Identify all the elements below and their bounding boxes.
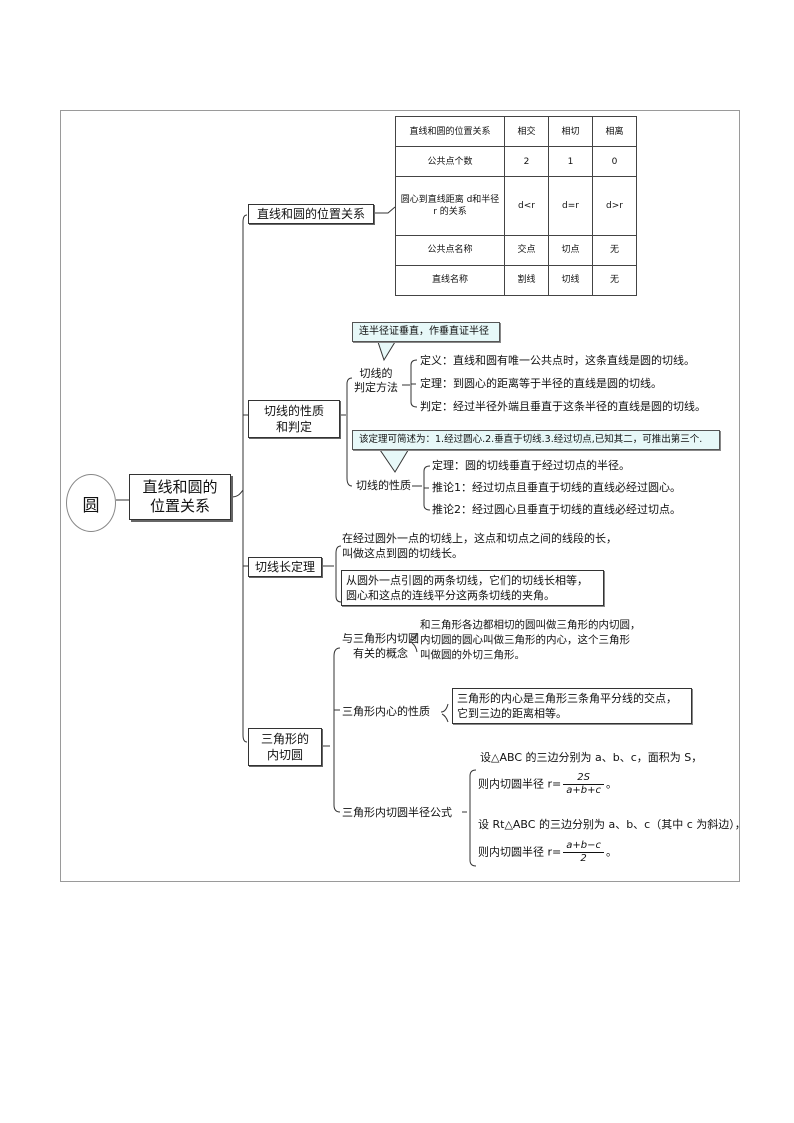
table-cell: 0 [592,146,637,178]
table-cell: 2 [504,146,549,178]
incircle-concept-label-line1: 与三角形内切圆 [342,632,419,645]
property-item-corollary1: 推论1：经过切点且垂直于切线的直线必经过圆心。 [432,481,681,494]
incircle-concept-label: 与三角形内切圆 有关的概念 [342,631,419,661]
table-cell: d<r [504,176,549,236]
table-row: 公共点个数 2 1 0 [395,146,637,178]
tangent-length-definition-line2: 叫做这点到圆的切线长。 [342,547,463,560]
table-row: 圆心到直线距离 d和半径 r 的关系 d<r d=r d>r [395,176,637,236]
table-cell: 切线 [548,264,593,297]
formula1-denominator: a+b+c [566,785,601,796]
property-item-corollary2: 推论2：经过圆心且垂直于切线的直线必经过切点。 [432,503,681,516]
tangent-length-theorem-box: 从圆外一点引圆的两条切线，它们的切线长相等， 圆心和这点的连线平分这两条切线的夹… [341,570,604,606]
formula2-numerator: a+b−c [563,840,604,853]
branch-tangent-label-line1: 切线的性质 [263,404,324,418]
table-cell: 无 [592,264,637,297]
judgement-item-definition: 定义：直线和圆有唯一公共点时，这条直线是圆的切线。 [420,354,695,367]
table-cell: 无 [592,234,637,266]
incircle-concept-line2: 内切圆的圆心叫做三角形的内心，这个三角形 [420,634,630,646]
branch-incircle: 三角形的 内切圆 [248,728,322,766]
table-cell: 公共点名称 [395,234,505,266]
branch-tangent-property-judgement: 切线的性质 和判定 [248,400,340,438]
relation-table: 直线和圆的位置关系 相交 相切 相离 公共点个数 2 1 0 圆心到直线距离 d… [395,115,637,297]
incircle-concept-line3: 叫做圆的外切三角形。 [420,649,525,661]
property-label: 切线的性质 [356,479,411,492]
table-cell: 相交 [504,115,549,148]
table-cell: 公共点个数 [395,146,505,178]
property-callout: 该定理可简述为：1.经过圆心.2.垂直于切线.3.经过切点,已知其二，可推出第三… [352,430,720,450]
incenter-property-box: 三角形的内心是三角形三条角平分线的交点， 它到三边的距离相等。 [452,688,692,724]
branch-tangent-label-line2: 和判定 [275,420,312,434]
table-header-row: 直线和圆的位置关系 相交 相切 相离 [395,115,637,148]
judgement-label: 切线的 判定方法 [354,367,398,395]
judgement-item-criterion: 判定：经过半径外端且垂直于这条半径的直线是圆的切线。 [420,400,706,413]
property-item-theorem: 定理：圆的切线垂直于经过切点的半径。 [432,459,630,472]
root-node: 圆 [66,474,116,532]
formula1-lhs: 则内切圆半径 r= [478,777,562,791]
incenter-property-line2: 它到三边的距离相等。 [457,707,567,720]
formula2-lhs: 则内切圆半径 r= [478,845,562,859]
branch-position-relation: 直线和圆的位置关系 [248,204,374,224]
judgement-callout: 连半径证垂直，作垂直证半径 [352,322,500,342]
table-cell: 1 [548,146,593,178]
incircle-concept-text: 和三角形各边都相切的圆叫做三角形的内切圆， 内切圆的圆心叫做三角形的内心，这个三… [420,618,641,663]
judgement-label-line1: 切线的 [359,367,393,380]
property-callout-text: 该定理可简述为：1.经过圆心.2.垂直于切线.3.经过切点,已知其二，可推出第三… [359,434,703,445]
formula2-intro: 设 Rt△ABC 的三边分别为 a、b、c（其中 c 为斜边）， [478,818,746,831]
table-cell: d=r [548,176,593,236]
judgement-label-line2: 判定方法 [354,381,398,394]
branch-incircle-label-line2: 内切圆 [266,748,303,762]
table-row: 公共点名称 交点 切点 无 [395,234,637,266]
tangent-length-theorem-line1: 从圆外一点引圆的两条切线，它们的切线长相等， [346,574,588,587]
formula1-end: 。 [605,777,617,791]
tangent-length-definition: 在经过圆外一点的切线上，这点和切点之间的线段的长， 叫做这点到圆的切线长。 [342,531,617,561]
judgement-item-theorem: 定理：到圆心的距离等于半径的直线是圆的切线。 [420,377,662,390]
table-cell: 交点 [504,234,549,266]
tangent-length-definition-line1: 在经过圆外一点的切线上，这点和切点之间的线段的长， [342,532,617,545]
table-cell: 相离 [592,115,637,148]
judgement-callout-text: 连半径证垂直，作垂直证半径 [359,326,489,337]
branch-incircle-label-line1: 三角形的 [260,732,309,746]
table-cell: 切点 [548,234,593,266]
tangent-length-theorem-line2: 圆心和这点的连线平分这两条切线的夹角。 [346,589,555,602]
incircle-radius-label: 三角形内切圆半径公式 [342,806,452,819]
table-row: 直线名称 割线 切线 无 [395,264,637,297]
main-topic-box: 直线和圆的 位置关系 [129,474,231,520]
main-topic-line1: 直线和圆的 [142,478,218,496]
incenter-property-line1: 三角形的内心是三角形三条角平分线的交点， [457,692,677,705]
table-cell: 直线名称 [395,264,505,297]
table-cell: 圆心到直线距离 d和半径 r 的关系 [395,176,505,236]
main-topic-line2: 位置关系 [149,497,210,515]
table-cell: 直线和圆的位置关系 [395,115,505,148]
table-cell: 割线 [504,264,549,297]
branch-position-relation-label: 直线和圆的位置关系 [256,207,365,221]
branch-tangent-length: 切线长定理 [248,557,322,577]
formula2-end: 。 [605,845,617,859]
incircle-concept-label-line2: 有关的概念 [353,647,408,660]
formula2-denominator: 2 [580,853,587,864]
diagram-frame [60,110,740,882]
branch-tangent-length-label: 切线长定理 [254,560,315,574]
formula1-intro: 设△ABC 的三边分别为 a、b、c，面积为 S， [480,751,703,764]
table-cell: d>r [592,176,637,236]
table-cell: 相切 [548,115,593,148]
incircle-concept-line1: 和三角形各边都相切的圆叫做三角形的内切圆， [420,619,641,631]
formula1-numerator: 2S [563,772,604,785]
root-label: 圆 [82,495,100,516]
incenter-label: 三角形内心的性质 [342,705,430,718]
